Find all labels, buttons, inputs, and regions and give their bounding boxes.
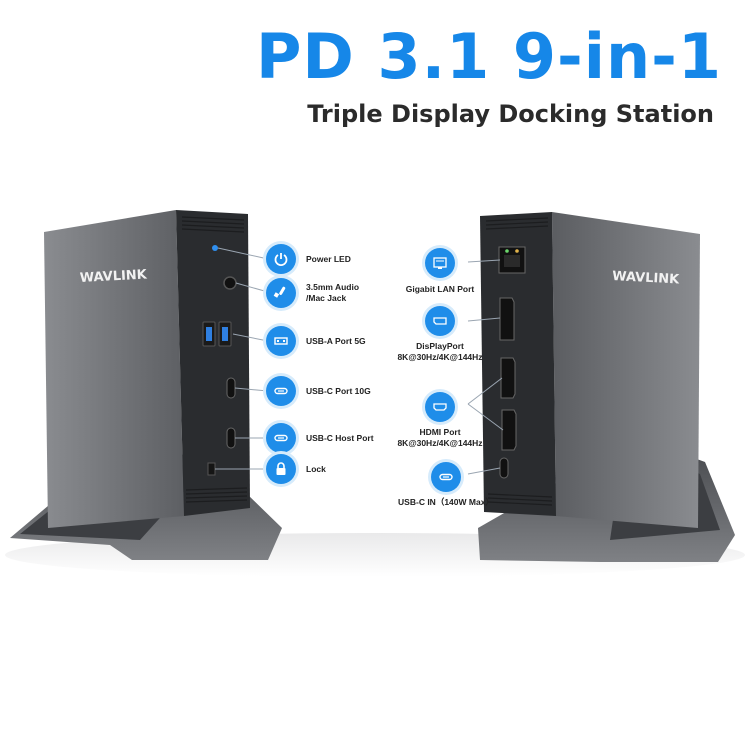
right-dock-brand: WAVLINK bbox=[612, 269, 681, 288]
callout-label: HDMI Port 8K@30Hz/4K@144Hz bbox=[397, 427, 483, 448]
hdmi-port-1 bbox=[500, 357, 516, 399]
callout-label: USB-C Port 10G bbox=[306, 385, 371, 396]
callout-usb-a: USB-A Port 5G bbox=[266, 326, 366, 356]
callout-label: Gigabit LAN Port bbox=[405, 284, 475, 294]
callout-usb-c-host: USB-C Host Port bbox=[266, 423, 374, 453]
usb-c-power-icon bbox=[431, 462, 461, 492]
right-dock: WAVLINK bbox=[467, 212, 735, 562]
callout-power-led: Power LED bbox=[266, 244, 351, 274]
callout-label: USB-A Port 5G bbox=[306, 335, 366, 346]
callout-label: DisPlayPort 8K@30Hz/4K@144Hz bbox=[397, 341, 483, 362]
callout-label: 3.5mm Audio /Mac Jack bbox=[306, 282, 360, 303]
displayport-icon bbox=[425, 306, 455, 336]
callout-usb-c-in: USB-C IN（140W Max） bbox=[394, 462, 498, 508]
lock-icon bbox=[266, 454, 296, 484]
usb-c-port-10g bbox=[226, 377, 236, 399]
right-dock-face bbox=[480, 212, 556, 516]
usb-c-host-port bbox=[226, 427, 236, 449]
callout-usb-c-10g: USB-C Port 10G bbox=[266, 376, 371, 406]
callout-label: USB-C Host Port bbox=[306, 432, 374, 443]
usb-a-icon bbox=[266, 326, 296, 356]
callout-lan: Gigabit LAN Port bbox=[395, 248, 485, 295]
callout-displayport: DisPlayPort 8K@30Hz/4K@144Hz bbox=[392, 306, 488, 362]
left-dock-brand: WAVLINK bbox=[79, 267, 148, 286]
power-icon bbox=[266, 244, 296, 274]
left-dock-side bbox=[44, 210, 184, 528]
callout-label: Power LED bbox=[306, 253, 351, 264]
usb-c-in-port bbox=[499, 457, 509, 479]
callout-hdmi: HDMI Port 8K@30Hz/4K@144Hz bbox=[392, 392, 488, 448]
callout-label: Lock bbox=[306, 463, 326, 474]
displayport-port bbox=[499, 297, 515, 341]
hdmi-icon bbox=[425, 392, 455, 422]
lock-slot bbox=[207, 462, 216, 476]
headline-title: PD 3.1 9-in-1 bbox=[255, 20, 722, 93]
right-dock-side bbox=[552, 212, 700, 528]
ethernet-icon bbox=[425, 248, 455, 278]
audio-jack-port bbox=[223, 276, 237, 290]
headline-subtitle: Triple Display Docking Station bbox=[307, 100, 714, 128]
callout-label: USB-C IN（140W Max） bbox=[398, 497, 494, 507]
usb-c-icon bbox=[266, 376, 296, 406]
left-dock: WAVLINK bbox=[10, 210, 282, 560]
callout-lock: Lock bbox=[266, 454, 326, 484]
power-led bbox=[212, 245, 218, 251]
hdmi-port-2 bbox=[501, 409, 517, 451]
usb-c-host-icon bbox=[266, 423, 296, 453]
callout-audio-jack: 3.5mm Audio /Mac Jack bbox=[266, 278, 359, 308]
headphone-jack-icon bbox=[266, 278, 296, 308]
